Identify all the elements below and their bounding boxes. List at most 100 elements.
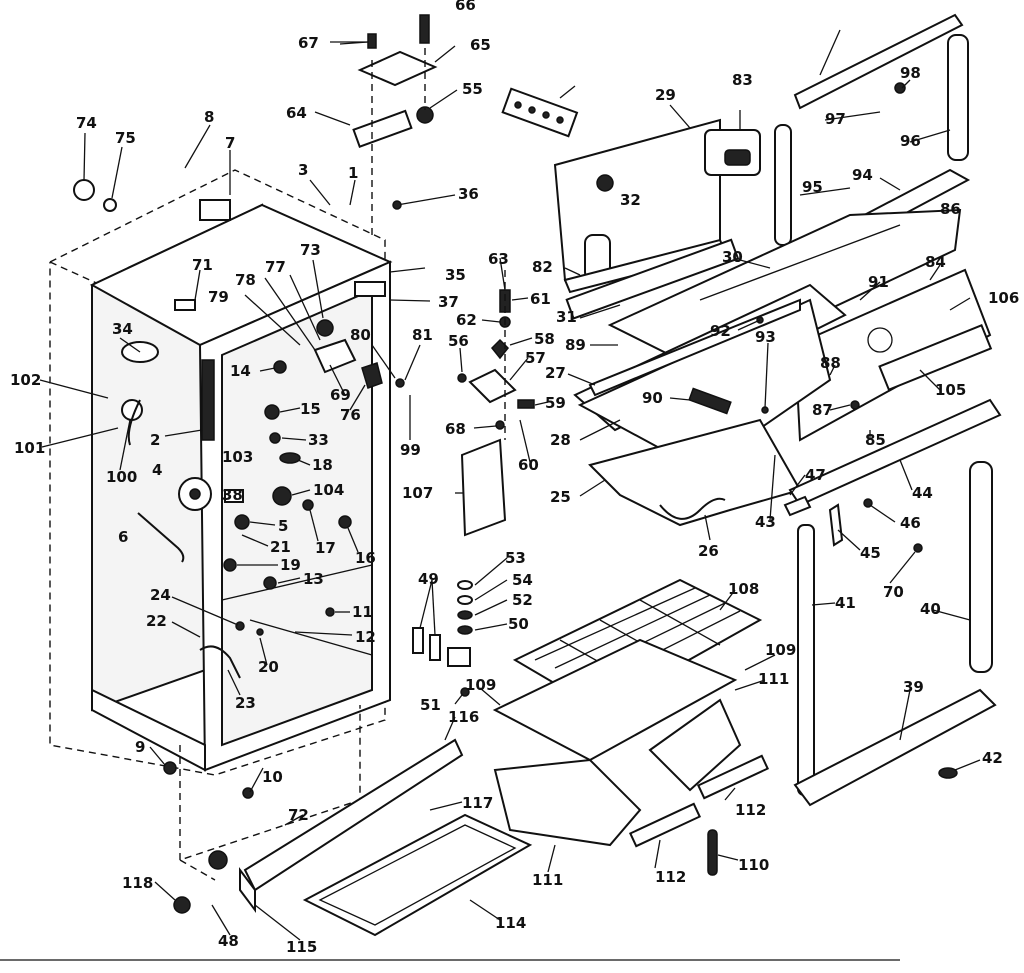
crisper-pan-111-left — [493, 758, 642, 847]
callout-14: 14 — [230, 362, 251, 380]
callout-72: 72 — [288, 806, 309, 824]
callout-107: 107 — [402, 484, 433, 502]
shelf-brackets — [412, 580, 473, 697]
part-80 — [395, 378, 405, 388]
egg-cup-1 — [514, 101, 522, 109]
bushing-55 — [416, 106, 434, 124]
callout-53: 53 — [505, 549, 526, 567]
callout-35: 35 — [445, 266, 466, 284]
lead-36 — [396, 194, 456, 206]
callout-99: 99 — [400, 441, 421, 459]
part-110 — [707, 829, 718, 876]
callout-27: 27 — [545, 364, 566, 382]
grille-116 — [243, 738, 464, 892]
knob-75 — [103, 198, 117, 212]
callout-21: 21 — [270, 538, 291, 556]
bracket-49b — [429, 634, 441, 661]
egg-tray — [501, 87, 579, 138]
callout-112a: 112 — [655, 868, 686, 886]
callout-3: 3 — [298, 161, 308, 179]
part-53 — [457, 580, 473, 590]
base-parts — [173, 738, 533, 937]
drain-pan-114 — [302, 813, 533, 937]
tube-6 — [137, 512, 185, 563]
breaker-strip-left — [201, 359, 215, 441]
callout-89: 89 — [565, 336, 586, 354]
part-70 — [913, 543, 923, 553]
callout-45: 45 — [860, 544, 881, 562]
callout-65: 65 — [470, 36, 491, 54]
leg-118 — [173, 896, 191, 914]
interior-divider — [221, 564, 373, 601]
callout-49: 49 — [418, 570, 439, 588]
callout-60: 60 — [518, 456, 539, 474]
egg-cup-4 — [556, 116, 564, 124]
callout-74: 74 — [76, 114, 97, 132]
callout-111b: 111 — [532, 871, 563, 889]
part-47 — [783, 495, 812, 517]
part-18 — [279, 452, 301, 464]
rail-112-right — [696, 754, 770, 800]
callout-112b: 112 — [735, 801, 766, 819]
hinge-parts — [330, 14, 438, 240]
callout-9: 9 — [135, 738, 145, 756]
callout-48: 48 — [218, 932, 239, 950]
callout-32: 32 — [620, 191, 641, 209]
thermostat-32 — [596, 174, 614, 192]
callout-91: 91 — [868, 273, 889, 291]
callout-81: 81 — [412, 326, 433, 344]
callout-36: 36 — [458, 185, 479, 203]
part-11 — [325, 607, 335, 617]
callout-41: 41 — [835, 594, 856, 612]
cabinet-assembly — [49, 169, 456, 881]
callout-94: 94 — [852, 166, 873, 184]
part-59 — [517, 399, 535, 409]
control-housing — [553, 118, 761, 294]
cover-107 — [460, 438, 507, 537]
part-14 — [273, 360, 287, 374]
trim-97 — [793, 13, 964, 110]
cord-101 — [127, 399, 141, 446]
cabinet-bottom — [91, 688, 206, 772]
callout-71: 71 — [192, 256, 213, 274]
bracket-49a — [412, 627, 424, 654]
bar-31 — [565, 238, 740, 320]
callout-103: 103 — [222, 448, 253, 466]
callout-29: 29 — [655, 86, 676, 104]
top-hinge — [199, 199, 231, 221]
callout-23: 23 — [235, 694, 256, 712]
egg-cup-2 — [528, 106, 536, 114]
callout-24: 24 — [150, 586, 171, 604]
callout-73: 73 — [300, 241, 321, 259]
part-52 — [457, 610, 473, 620]
callout-106: 106 — [988, 289, 1019, 307]
screw-66 — [419, 14, 430, 44]
callout-79: 79 — [208, 288, 229, 306]
part-54 — [457, 595, 473, 605]
plate-64 — [352, 109, 413, 148]
callout-105: 105 — [935, 381, 966, 399]
callout-86: 86 — [940, 200, 961, 218]
callout-66: 66 — [455, 0, 476, 14]
callout-80: 80 — [350, 326, 371, 344]
trim-96-vertical — [947, 34, 969, 161]
part-76 — [361, 362, 383, 389]
shelf-30-rib — [699, 224, 901, 301]
callout-34: 34 — [112, 320, 133, 338]
callout-118: 118 — [122, 874, 153, 892]
tray-25 — [588, 418, 802, 527]
callout-50: 50 — [508, 615, 529, 633]
panel-105-hole — [867, 327, 893, 353]
callout-52: 52 — [512, 591, 533, 609]
tray-26-edge — [659, 497, 726, 520]
callout-75: 75 — [115, 129, 136, 147]
shelf-27 — [588, 298, 801, 397]
callout-102: 102 — [10, 371, 41, 389]
callout-69: 69 — [330, 386, 351, 404]
callout-108: 108 — [728, 580, 759, 598]
callout-10: 10 — [262, 768, 283, 786]
callout-57: 57 — [525, 349, 546, 367]
callout-1: 1 — [348, 164, 358, 182]
control-knob-83-dial — [724, 149, 751, 166]
base-outline-dashed-2 — [179, 859, 216, 881]
